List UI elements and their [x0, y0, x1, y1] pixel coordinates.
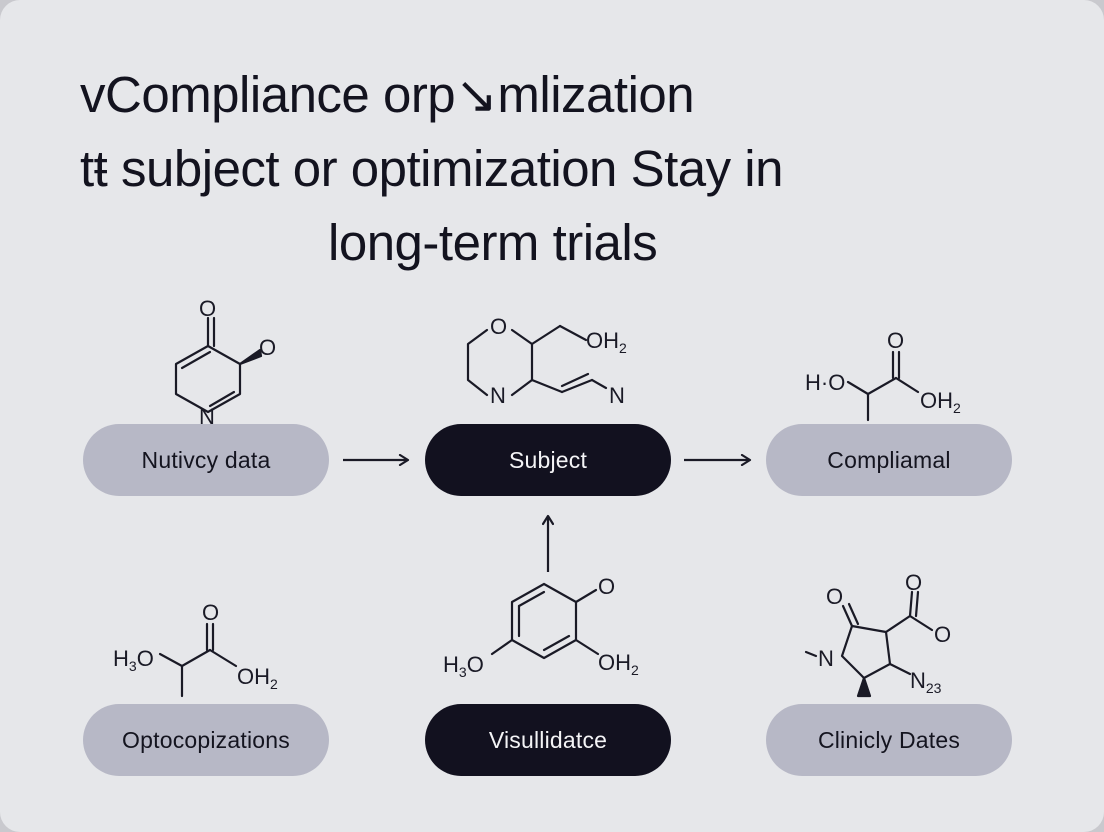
svg-text:H3O: H3O	[113, 646, 154, 674]
pyridinone-o-side: O	[259, 335, 276, 360]
node-clinicly-dates: Clinicly Dates	[766, 704, 1012, 776]
node-visullidatce: Visullidatce	[425, 704, 671, 776]
acid-left-o-top: O	[202, 600, 219, 625]
phenol-o: O	[467, 652, 484, 677]
title-line-2: tŧ subject or optimization Stay in	[80, 140, 784, 197]
svg-text:OH2: OH2	[237, 664, 278, 692]
acid-left-h: H	[113, 646, 129, 671]
acid-top-oh-sub: 2	[953, 400, 961, 416]
page-title: vCompliance orp↘mlization tŧ subject or …	[80, 58, 1040, 280]
node-nutivcy-data: Nutivcy data	[83, 424, 329, 496]
bicyclic-n-left: N	[490, 383, 506, 408]
bicyclic-oh: OH	[586, 328, 619, 353]
molecule-acid-left: H3O O OH2	[113, 600, 278, 698]
svg-text:OH2: OH2	[598, 650, 639, 678]
molecule-pyridinone: O O N	[174, 296, 276, 429]
acid-top-o: O	[887, 328, 904, 353]
acid-top-oh: OH	[920, 388, 953, 413]
svg-text:OH2: OH2	[586, 328, 627, 356]
pyrrolidinone-o-left: O	[826, 584, 843, 609]
pyridinone-o-top: O	[199, 296, 216, 321]
title-line-3: long-term trials	[328, 214, 658, 271]
molecule-acid-top: H·O O OH2	[805, 328, 961, 422]
molecule-phenol: O H3O OH2	[443, 574, 639, 680]
bicyclic-n-right: N	[609, 383, 625, 408]
bicyclic-oh-sub: 2	[619, 340, 627, 356]
acid-left-oh-sub: 2	[270, 676, 278, 692]
svg-text:OH2: OH2	[920, 388, 961, 416]
node-compliamal: Compliamal	[766, 424, 1012, 496]
svg-text:H3O: H3O	[443, 652, 484, 680]
acid-left-oh: OH	[237, 664, 270, 689]
pyrrolidinone-o-right: O	[934, 622, 951, 647]
title-line-1: vCompliance orp↘mlization	[80, 66, 695, 123]
pyrrolidinone-n23: N	[910, 668, 926, 693]
node-subject: Subject	[425, 424, 671, 496]
phenol-h: H	[443, 652, 459, 677]
molecule-pyrrolidinone: O O O N N23	[804, 570, 951, 698]
phenol-oh-sub: 2	[631, 662, 639, 678]
phenol-h-sub: 3	[459, 664, 467, 680]
phenol-o-top: O	[598, 574, 615, 599]
molecule-bicyclic: O OH2 N N	[466, 314, 627, 408]
acid-top-h-o: H·O	[805, 370, 845, 395]
node-optocopizations: Optocopizations	[83, 704, 329, 776]
pyrrolidinone-o-top: O	[905, 570, 922, 595]
pyridinone-n: N	[199, 404, 215, 429]
pyrrolidinone-n23-sub: 23	[926, 680, 942, 696]
acid-left-h-sub: 3	[129, 658, 137, 674]
phenol-oh: OH	[598, 650, 631, 675]
acid-left-o: O	[137, 646, 154, 671]
bicyclic-o-ring: O	[490, 314, 507, 339]
pyrrolidinone-n: N	[818, 646, 834, 671]
svg-text:N23: N23	[910, 668, 942, 696]
